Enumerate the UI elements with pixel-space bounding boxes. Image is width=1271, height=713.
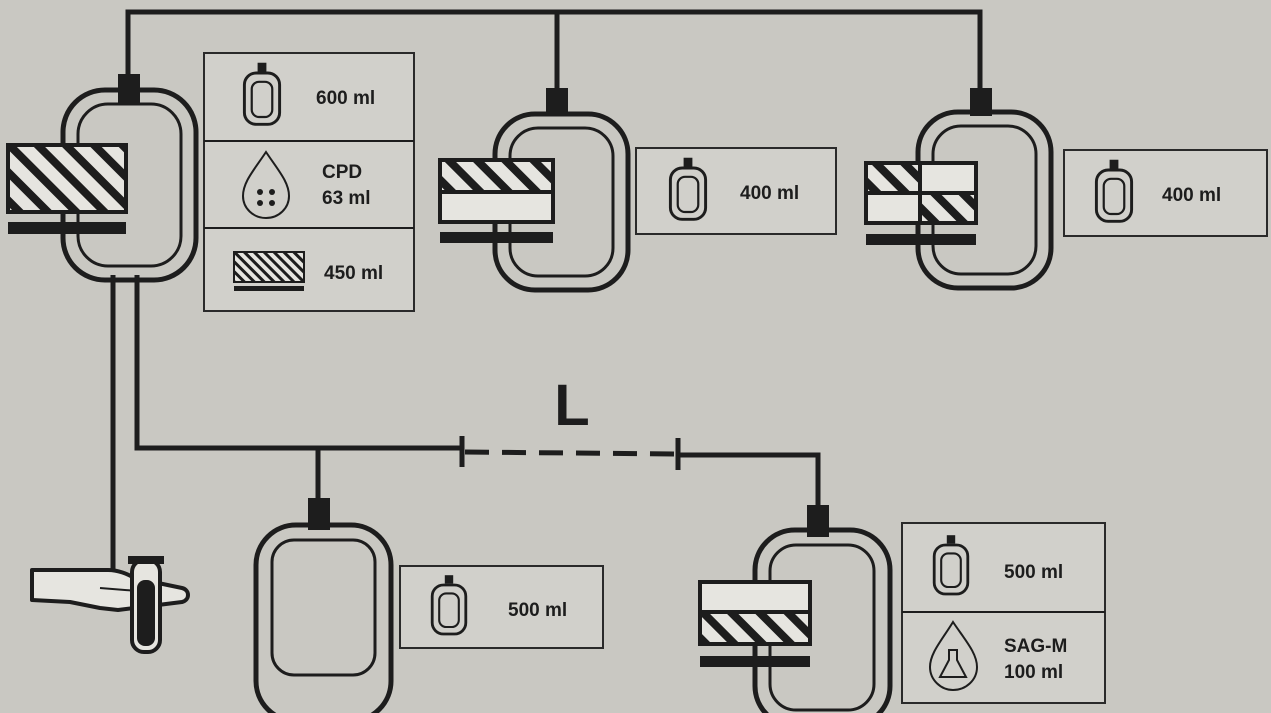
- primary-bag-info-panel: 600 ml CPD 63 ml 450 ml: [203, 52, 415, 312]
- primary-bag-volume: 600 ml: [316, 88, 375, 109]
- anticoagulant-volume: 63 ml: [322, 188, 371, 209]
- tubing: [110, 9, 983, 572]
- additive-bag: [698, 505, 893, 713]
- satellite-bag-1: [438, 88, 631, 293]
- satellite-bag-1-volume: 400 ml: [740, 183, 799, 204]
- hatched-layer-icon: [233, 251, 305, 291]
- satellite-bag-1-info-panel: 400 ml: [635, 147, 837, 235]
- additive-solution-name: SAG-M: [1004, 636, 1067, 657]
- drop-icon: [241, 150, 291, 220]
- leukocyte-filter: L: [459, 373, 681, 470]
- satellite-bag-2: [864, 88, 1054, 291]
- additive-solution-volume: 100 ml: [1004, 662, 1063, 683]
- flask-drop-icon: [928, 620, 979, 692]
- collection-volume: 450 ml: [324, 263, 383, 284]
- sampling-bag-volume: 500 ml: [508, 600, 567, 621]
- additive-bag-info-panel: 500 ml SAG-M 100 ml: [901, 522, 1106, 704]
- anticoagulant-name: CPD: [322, 162, 362, 183]
- sampling-bag: [253, 498, 394, 713]
- sampling-bag-info-panel: 500 ml: [399, 565, 604, 649]
- satellite-bag-2-volume: 400 ml: [1162, 185, 1221, 206]
- filter-label: L: [554, 373, 589, 438]
- primary-bag: [6, 74, 199, 283]
- additive-bag-volume: 500 ml: [1004, 562, 1063, 583]
- hand-test-tube-icon: [30, 556, 190, 654]
- satellite-bag-2-info-panel: 400 ml: [1063, 149, 1268, 237]
